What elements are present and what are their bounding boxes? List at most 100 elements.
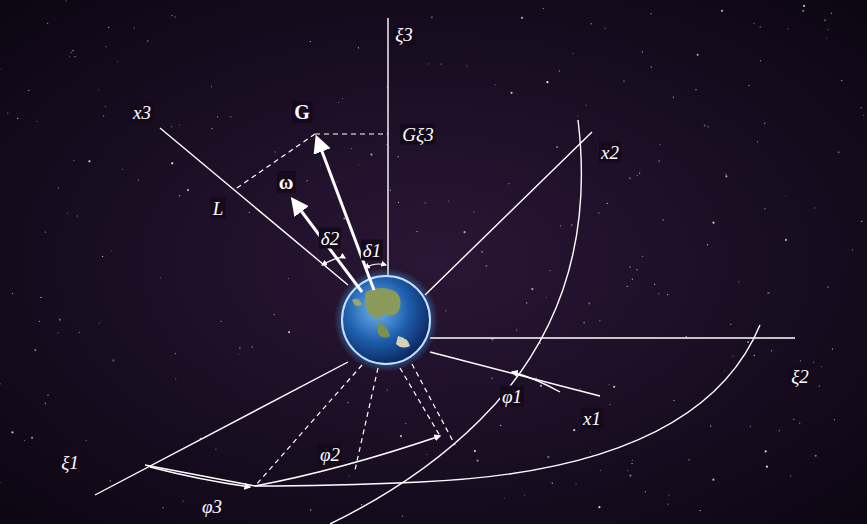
star xyxy=(337,181,338,182)
star xyxy=(274,314,275,315)
vector-label: ω xyxy=(277,171,296,193)
star xyxy=(814,207,815,208)
star xyxy=(171,15,172,16)
star xyxy=(832,348,833,349)
star xyxy=(117,61,118,62)
star xyxy=(99,323,100,324)
star xyxy=(799,422,800,423)
star xyxy=(531,288,533,290)
star xyxy=(12,293,13,294)
star xyxy=(667,294,668,295)
star xyxy=(764,208,765,209)
star xyxy=(754,355,755,356)
point-label: L xyxy=(211,198,226,219)
star xyxy=(668,495,669,496)
star xyxy=(112,359,114,361)
star xyxy=(431,17,432,18)
star xyxy=(215,449,216,450)
star xyxy=(342,98,343,99)
star xyxy=(174,16,175,17)
omega-vector xyxy=(293,200,362,292)
star xyxy=(74,56,75,57)
star xyxy=(58,187,59,188)
star xyxy=(510,92,512,94)
star xyxy=(766,466,768,468)
star xyxy=(45,231,46,232)
star xyxy=(831,13,832,14)
star xyxy=(398,202,399,203)
star xyxy=(39,321,40,322)
star xyxy=(0,383,1,384)
star xyxy=(658,293,659,294)
g-vector xyxy=(317,138,374,290)
star xyxy=(543,8,544,9)
star xyxy=(708,126,709,127)
axes xyxy=(95,18,795,524)
star xyxy=(583,322,584,323)
star xyxy=(813,362,814,363)
star xyxy=(11,431,13,433)
star xyxy=(607,203,608,204)
star xyxy=(738,281,739,282)
star xyxy=(307,180,308,181)
angle-label: φ2 xyxy=(318,444,342,465)
star xyxy=(586,105,587,106)
star xyxy=(559,70,560,71)
star xyxy=(445,310,446,311)
xi2-axis xyxy=(430,337,795,338)
star xyxy=(536,378,537,379)
star xyxy=(733,356,734,357)
star xyxy=(65,0,66,1)
star xyxy=(771,350,772,351)
star xyxy=(599,320,600,321)
star xyxy=(636,269,637,270)
star xyxy=(400,435,402,437)
star xyxy=(590,452,591,453)
star xyxy=(238,353,239,354)
star xyxy=(88,160,90,162)
star xyxy=(275,151,276,152)
star xyxy=(98,89,99,90)
star xyxy=(627,286,628,287)
g-to-l xyxy=(234,134,315,190)
axis-label: x3 xyxy=(131,102,153,123)
star xyxy=(659,144,660,145)
star xyxy=(344,218,345,219)
star xyxy=(631,463,632,464)
star xyxy=(103,116,104,117)
dash xyxy=(412,364,455,445)
xi1-axis xyxy=(95,362,348,495)
star xyxy=(721,10,723,12)
star xyxy=(387,389,388,390)
axis-label: ξ2 xyxy=(789,366,811,387)
axis-label: x1 xyxy=(581,408,603,429)
star xyxy=(122,169,123,170)
star xyxy=(827,286,828,287)
star xyxy=(757,141,758,142)
star xyxy=(45,403,46,404)
star xyxy=(579,388,580,389)
axis-label: ξ1 xyxy=(59,452,81,473)
star xyxy=(0,482,1,483)
star xyxy=(613,386,615,388)
star xyxy=(572,53,573,54)
star xyxy=(221,321,222,322)
star xyxy=(725,175,727,177)
angle-label: δ2 xyxy=(319,228,341,249)
star xyxy=(47,395,48,396)
star xyxy=(34,349,36,351)
star xyxy=(730,324,731,325)
star xyxy=(768,292,769,293)
star xyxy=(485,266,486,267)
star xyxy=(402,516,403,517)
star xyxy=(747,341,749,343)
dashed-lines xyxy=(234,134,455,486)
star xyxy=(31,437,33,439)
star xyxy=(467,65,468,66)
star xyxy=(642,51,643,52)
star xyxy=(448,201,449,202)
star xyxy=(105,46,106,47)
